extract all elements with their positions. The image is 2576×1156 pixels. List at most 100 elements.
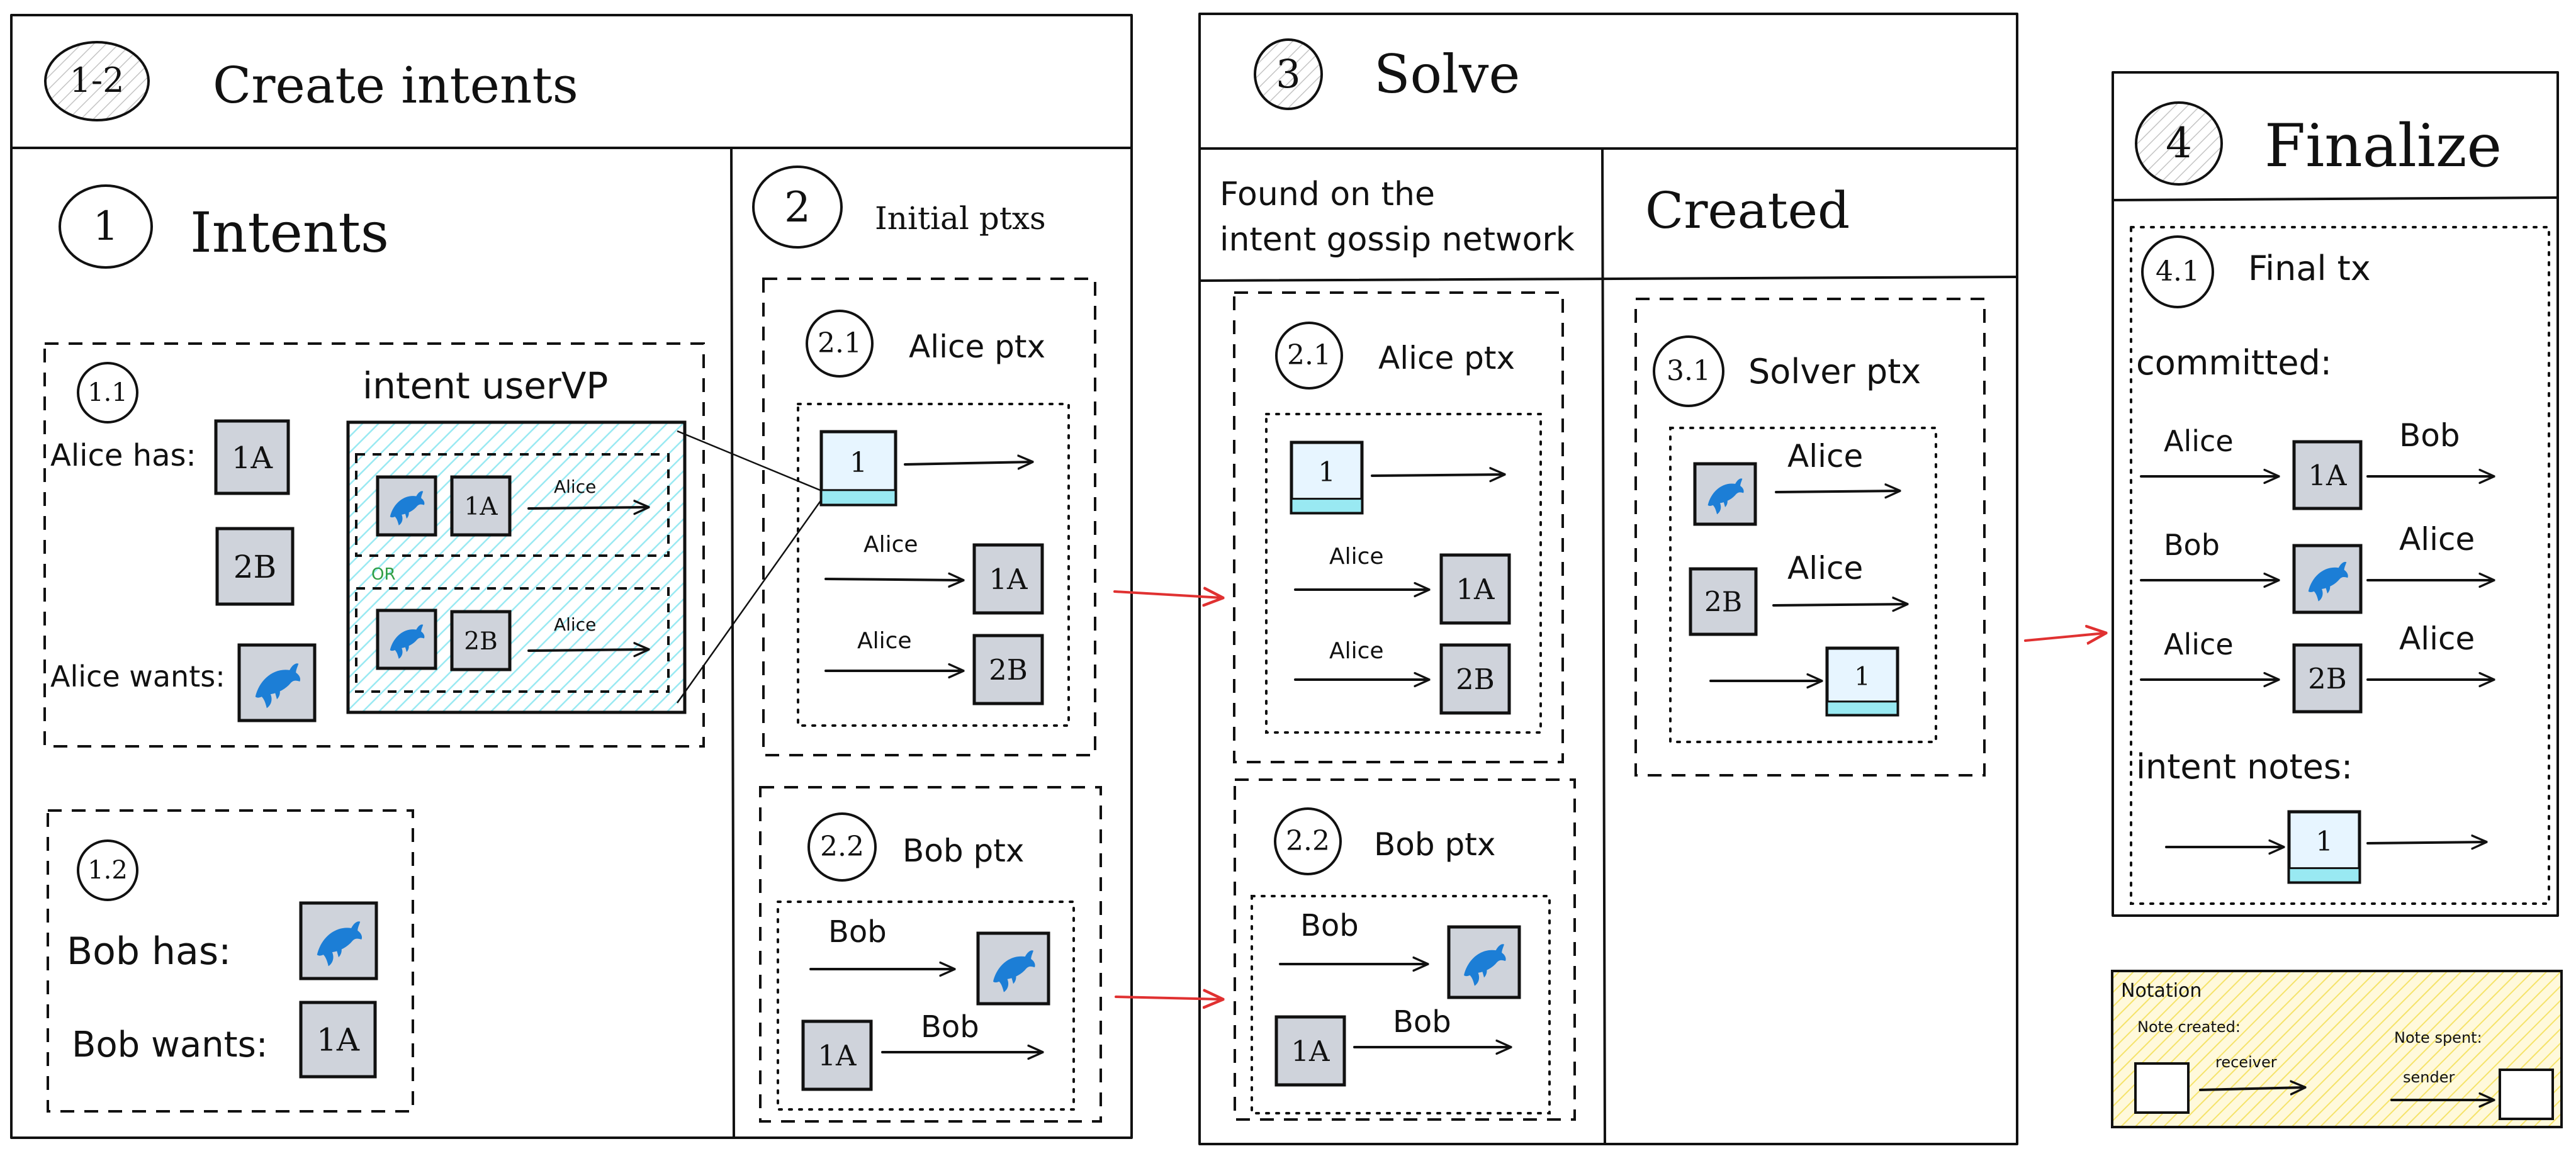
svg-text:2B: 2B <box>2308 662 2347 695</box>
notation-box <box>2111 970 2563 1128</box>
uservp-opt1-label: Alice <box>554 476 596 497</box>
flow-arrows <box>1113 592 2105 999</box>
solve-2-2-label-2: Bob <box>1393 1004 1451 1040</box>
badge-1-2-icon-small <box>77 839 138 901</box>
solver-3-1-arrow-2 <box>1772 604 1907 605</box>
svg-text:1: 1 <box>2315 826 2332 858</box>
badge-solve-2-2-icon <box>1274 807 1342 875</box>
ptx-2-1-arrow-1 <box>904 462 1032 464</box>
svg-text:1: 1 <box>1854 662 1870 691</box>
solver-3-1-2b-note: 2B <box>1689 567 1758 636</box>
svg-text:2B: 2B <box>233 549 277 585</box>
bob-has-dolphin-note <box>299 901 378 980</box>
badge-3-icon <box>1254 38 1323 110</box>
solve-2-1-intent-note: 1 <box>1290 441 1364 515</box>
solver-3-1-arrow-1 <box>1775 491 1899 492</box>
badge-4-1-icon <box>2141 235 2214 308</box>
ptx-2-2-dolphin-note <box>976 931 1050 1006</box>
svg-text:1A: 1A <box>464 493 498 521</box>
box-intent-1-2 <box>47 809 414 1113</box>
solve-2-1-label-2: Alice <box>1329 638 1384 664</box>
solve-2-1-label-1: Alice <box>1329 544 1384 570</box>
final-row-2-from: Alice <box>2164 627 2234 661</box>
inner-solve-2-2 <box>1251 895 1551 1114</box>
ptx-2-2-1a-note: 1A <box>801 1019 873 1091</box>
solve-2-1-arrow-1 <box>1371 474 1504 476</box>
solve-2-1-2b-note: 2B <box>1439 643 1511 715</box>
solver-3-1-dolphin-note <box>1693 462 1757 526</box>
alice-wants-dolphin-note <box>237 643 317 722</box>
ptx-2-1-intent-note: 1 <box>819 430 897 507</box>
svg-text:1A: 1A <box>2308 459 2347 492</box>
ptx-2-1-label-1: Alice <box>863 532 918 558</box>
svg-text:1A: 1A <box>818 1039 857 1072</box>
box-intent-1-1 <box>43 342 705 748</box>
ptx-2-2-label-1: Bob <box>828 914 887 950</box>
inner-solver-3-1 <box>1669 427 1937 743</box>
badge-3-1-icon <box>1653 335 1724 407</box>
box-ptx-2-1 <box>762 278 1096 756</box>
alice-has-2b-note: 2B <box>215 527 295 606</box>
svg-text:1A: 1A <box>1456 573 1495 606</box>
badge-1-2-icon <box>44 41 150 121</box>
final-row-1-to: Alice <box>2399 521 2475 558</box>
solve-2-2-dolphin-note <box>1447 925 1521 999</box>
solver-3-1-label-1: Alice <box>1787 438 1863 474</box>
final-intent-note: 1 <box>2287 810 2361 884</box>
bob-wants-1a-note: 1A <box>299 1001 377 1079</box>
svg-text:2B: 2B <box>989 653 1028 687</box>
final-row-2-note: 2B <box>2292 643 2363 714</box>
inner-final-4-1 <box>2130 226 2550 905</box>
ptx-2-2-label-2: Bob <box>921 1009 979 1045</box>
final-row-2-to: Alice <box>2399 620 2475 657</box>
box-ptx-2-2 <box>759 786 1102 1123</box>
final-row-0-note: 1A <box>2292 440 2363 510</box>
solve-2-2-label-1: Bob <box>1300 908 1359 943</box>
uservp-opt2-label: Alice <box>554 614 596 635</box>
svg-text:1: 1 <box>850 447 867 479</box>
ptx-2-1-label-2: Alice <box>857 628 912 654</box>
final-intent-arrow-out <box>2366 842 2486 843</box>
box-solve-2-2 <box>1234 778 1576 1121</box>
uservp-opt1-1a: 1A <box>450 475 512 537</box>
svg-text:2B: 2B <box>464 627 497 656</box>
intent-uservp-box <box>346 420 687 714</box>
svg-text:1A: 1A <box>989 563 1028 596</box>
final-row-1-from: Bob <box>2164 528 2220 562</box>
solve-2-2-1a-note: 1A <box>1274 1015 1346 1087</box>
inner-solve-2-1 <box>1265 413 1542 734</box>
uservp-opt2-2b: 2B <box>450 610 512 671</box>
svg-text:2B: 2B <box>1704 586 1742 619</box>
badge-solve-2-1-icon <box>1275 322 1343 390</box>
svg-text:2B: 2B <box>1456 663 1495 696</box>
notation-receiver-arrow <box>2199 1087 2305 1090</box>
svg-text:1A: 1A <box>1291 1035 1330 1068</box>
badge-2-2-icon <box>807 812 877 882</box>
section-solve <box>1198 13 2018 1145</box>
inner-ptx-2-1 <box>797 403 1070 727</box>
solve-2-1-1a-note: 1A <box>1439 553 1511 625</box>
solver-3-1-intent-note: 1 <box>1825 646 1899 717</box>
badge-1-1-icon <box>77 362 138 424</box>
svg-text:1: 1 <box>1318 457 1335 488</box>
ptx-2-1-2b-note: 2B <box>972 634 1044 705</box>
uservp-opt2-dolphin <box>376 609 437 670</box>
solver-3-1-label-2: Alice <box>1787 550 1863 586</box>
badge-1-icon <box>59 184 153 269</box>
final-row-0-from: Alice <box>2164 424 2234 458</box>
uservp-opt1-arrow <box>527 507 648 508</box>
svg-text:1A: 1A <box>317 1022 360 1058</box>
badge-2-1-icon <box>806 310 874 378</box>
alice-has-1a-note: 1A <box>214 419 290 495</box>
uservp-opt2-arrow <box>527 649 648 651</box>
svg-text:1A: 1A <box>232 441 274 476</box>
section-create-intents <box>10 14 1133 1139</box>
box-solver-3-1 <box>1634 298 1986 777</box>
badge-2-icon <box>752 166 843 249</box>
ptx-2-1-arrow-2 <box>824 579 963 580</box>
vp-connector-lines <box>676 430 828 704</box>
final-row-0-to: Bob <box>2399 417 2460 454</box>
box-solve-2-1 <box>1233 291 1564 763</box>
badge-4-icon <box>2135 101 2223 186</box>
uservp-opt1-dolphin <box>376 475 437 537</box>
